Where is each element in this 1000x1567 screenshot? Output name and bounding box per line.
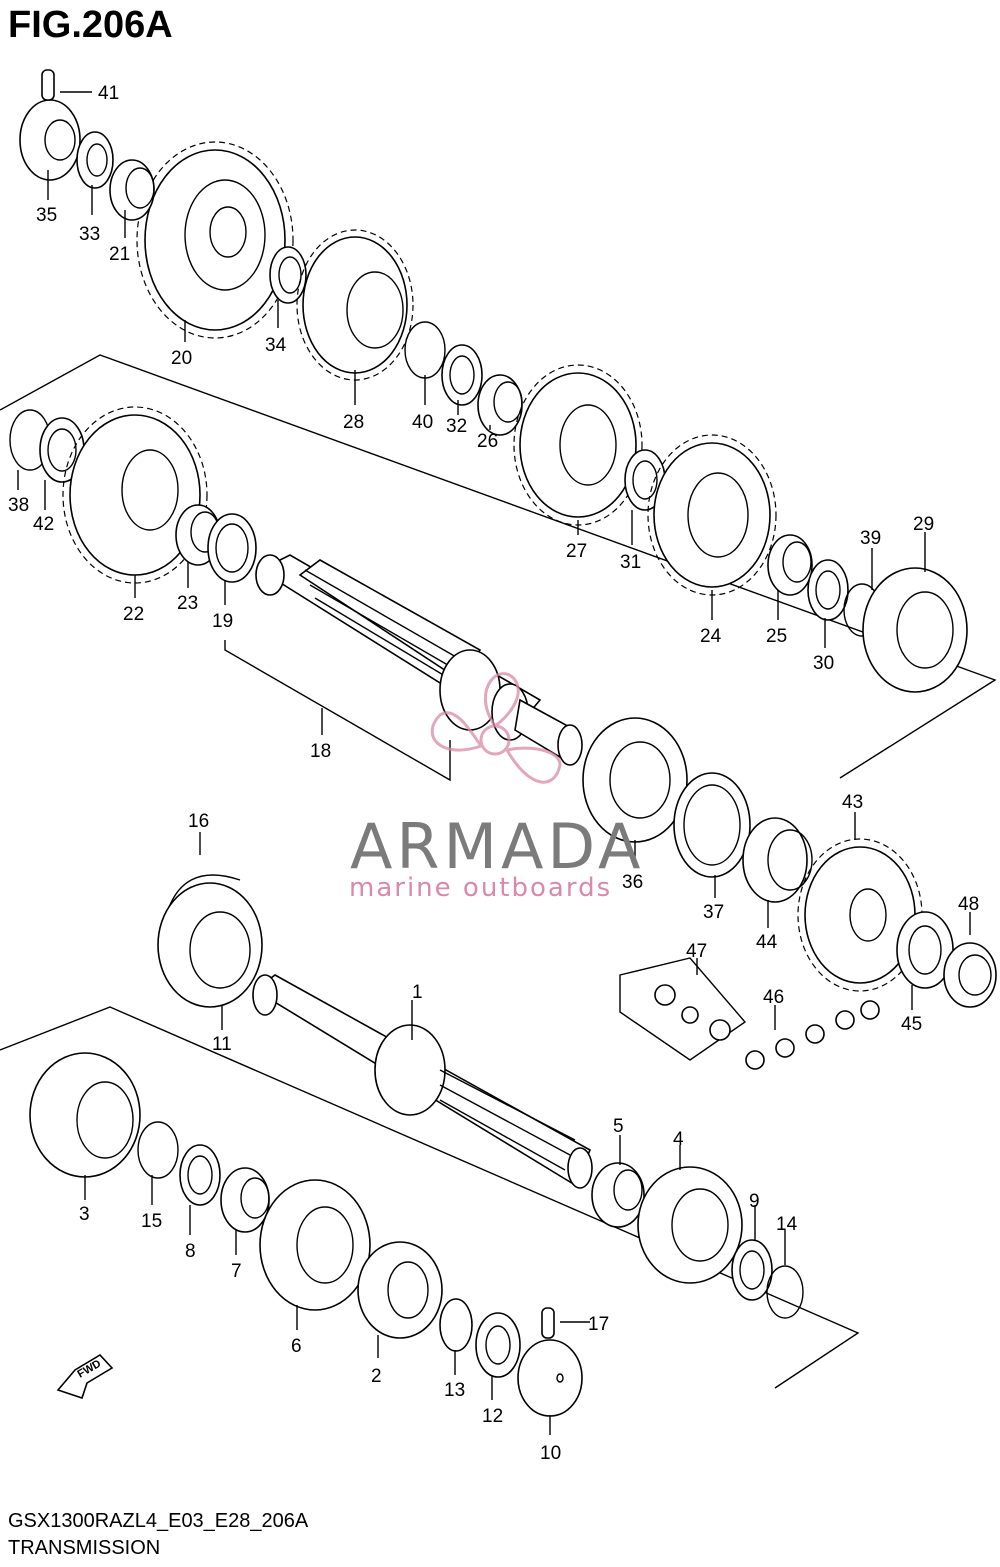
- bearing-26: [477, 374, 523, 436]
- mainshaft-1: [252, 974, 593, 1189]
- part-number-labels: 1 2 3 4 5 6 7 8 9 10 11 12 13 14 15 16 1…: [8, 83, 979, 1464]
- washer-34: [269, 246, 307, 304]
- part-label: 1: [412, 982, 423, 1003]
- bearing-25: [767, 534, 813, 596]
- part-label: 25: [766, 626, 787, 647]
- part-label: 40: [412, 412, 433, 433]
- part-label: 43: [842, 792, 863, 813]
- gear-22: [62, 406, 208, 584]
- part-label: 22: [123, 604, 144, 625]
- washer-9: [731, 1239, 773, 1301]
- nut-48: [943, 942, 997, 1008]
- collar-10: [517, 1307, 583, 1417]
- gear-29: [862, 567, 968, 693]
- bushing-5: [591, 1162, 645, 1228]
- part-label: 9: [749, 1191, 760, 1212]
- part-label: 44: [756, 932, 778, 953]
- bearing-7: [220, 1167, 270, 1233]
- part-label: 35: [36, 205, 57, 226]
- oil-seal-19: [207, 513, 257, 583]
- circlip-15: [137, 1121, 179, 1179]
- part-label: 36: [622, 872, 643, 893]
- watermark-propeller-logo: [430, 672, 562, 784]
- washer-12: [475, 1312, 521, 1378]
- part-label: 46: [763, 987, 784, 1008]
- part-label: 10: [540, 1443, 561, 1464]
- washer-33: [76, 131, 114, 189]
- part-label: 33: [79, 224, 100, 245]
- drive-chain-46: [745, 1000, 880, 1070]
- spacer-44: [742, 817, 813, 903]
- part-label: 32: [446, 416, 467, 437]
- bearing-11: [157, 882, 263, 1008]
- part-label: 29: [913, 514, 934, 535]
- gear-24: [647, 434, 777, 596]
- gear-3: [29, 1052, 141, 1178]
- part-label: 4: [673, 1129, 684, 1150]
- forward-direction-arrow: FWD: [56, 1353, 114, 1400]
- part-label: 34: [265, 335, 287, 356]
- gear-28: [296, 229, 414, 381]
- part-label: 7: [231, 1261, 242, 1282]
- part-label: 24: [700, 626, 722, 647]
- part-label: 15: [141, 1211, 162, 1232]
- watermark-brand: ARMADA: [350, 810, 645, 883]
- chain-joint-47: [619, 957, 747, 1061]
- part-label: 3: [79, 1204, 90, 1225]
- part-label: 48: [958, 894, 979, 915]
- part-label: 37: [703, 902, 724, 923]
- part-label: 27: [566, 541, 587, 562]
- diagram-name: TRANSMISSION: [8, 1537, 161, 1559]
- figure-title: FIG.206A: [8, 4, 173, 46]
- part-label: 2: [371, 1366, 382, 1387]
- part-label: 8: [185, 1241, 196, 1262]
- part-label: 47: [686, 941, 707, 962]
- bushing-21: [109, 159, 155, 221]
- washer-30: [807, 559, 849, 621]
- part-label: 21: [109, 244, 130, 265]
- part-label: 26: [477, 431, 498, 452]
- part-label: 30: [813, 653, 834, 674]
- part-label: 17: [588, 1314, 609, 1335]
- gear-20: [136, 141, 294, 339]
- washer-32: [441, 344, 483, 406]
- part-label: 28: [343, 412, 364, 433]
- watermark-tagline: marine outboards: [349, 873, 613, 903]
- lower-assembly-frame: [0, 1006, 860, 1389]
- part-label: 18: [310, 741, 331, 762]
- washer-8: [179, 1144, 221, 1206]
- part-label: 5: [613, 1116, 624, 1137]
- washer-13: [439, 1298, 473, 1352]
- part-label: 41: [98, 83, 119, 104]
- circlip-14: [766, 1265, 804, 1319]
- gear-6: [259, 1179, 371, 1311]
- part-label: 16: [188, 811, 209, 832]
- part-label: 12: [482, 1406, 503, 1427]
- washer-31: [624, 449, 666, 511]
- gear-2: [357, 1241, 443, 1339]
- part-label: 19: [212, 611, 233, 632]
- part-label: 23: [177, 593, 198, 614]
- part-label: 31: [620, 552, 641, 573]
- diagram-code: GSX1300RAZL4_E03_E28_206A: [8, 1510, 309, 1532]
- circlip-40: [404, 321, 446, 379]
- part-label: 38: [8, 495, 29, 516]
- part-label: 45: [901, 1014, 922, 1035]
- collar-35: [19, 69, 81, 181]
- countershaft-18: [255, 554, 583, 766]
- oil-seal-37: [673, 772, 751, 878]
- part-label: 6: [291, 1336, 302, 1357]
- leader-lines: [17, 91, 971, 1435]
- part-label: 11: [212, 1034, 232, 1055]
- part-label: 20: [171, 348, 192, 369]
- part-label: 14: [776, 1214, 798, 1235]
- gear-4: [637, 1166, 743, 1284]
- upper-assembly-frame: [0, 354, 997, 779]
- part-label: 42: [33, 514, 54, 535]
- part-label: 39: [860, 528, 881, 549]
- gear-27: [513, 364, 643, 526]
- part-label: 13: [444, 1380, 465, 1401]
